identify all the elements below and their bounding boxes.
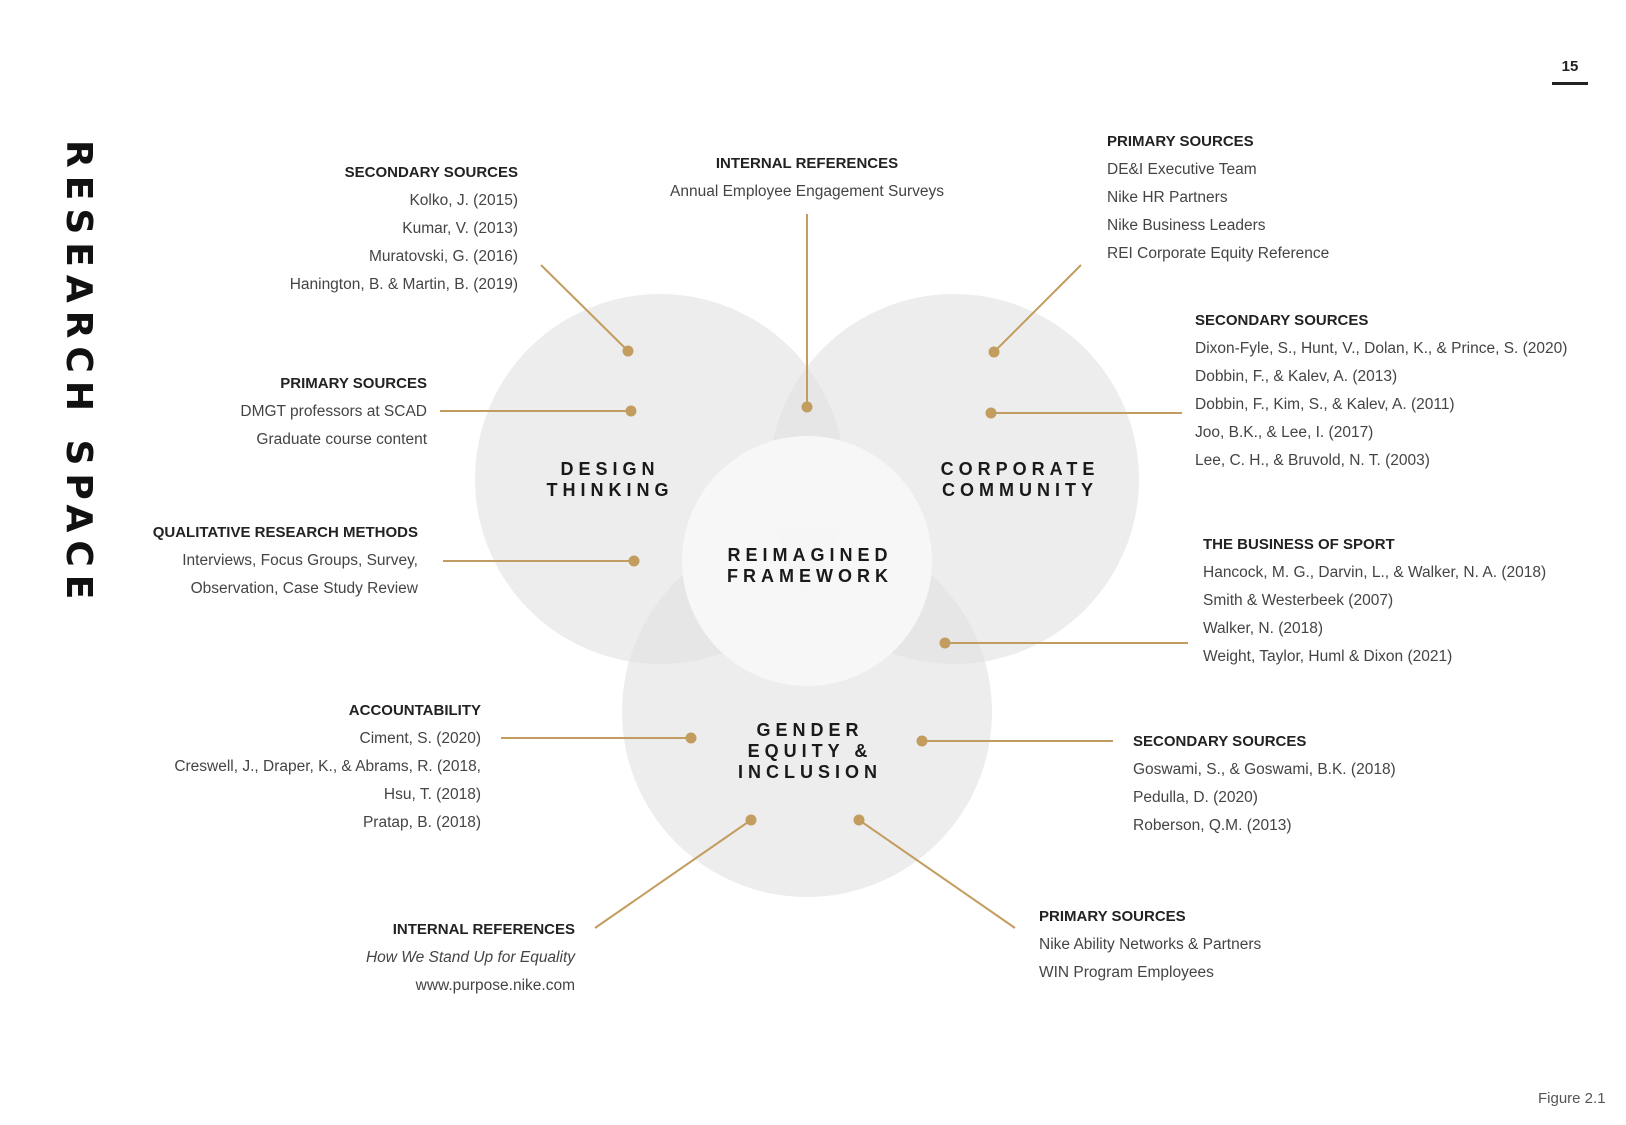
annotation-item: Nike Business Leaders	[1107, 217, 1266, 234]
annotation-item: Weight, Taylor, Huml & Dixon (2021)	[1203, 648, 1453, 665]
annotation-heading: INTERNAL REFERENCES	[392, 921, 575, 938]
page-number: 15	[1561, 58, 1579, 75]
annotation-item: WIN Program Employees	[1039, 964, 1214, 981]
annotation-item: Interviews, Focus Groups, Survey,	[182, 552, 418, 569]
annotation-item: Graduate course content	[256, 431, 427, 448]
annotation-item: Hsu, T. (2018)	[383, 786, 481, 803]
annotation-cc-secondary: SECONDARY SOURCES Dixon-Fyle, S., Hunt, …	[1195, 307, 1567, 475]
annotation-heading: SECONDARY SOURCES	[344, 164, 518, 181]
annotation-item: Pratap, B. (2018)	[362, 814, 481, 831]
annotation-heading: SECONDARY SOURCES	[1195, 312, 1369, 329]
annotation-item: Dobbin, F., Kim, S., & Kalev, A. (2011)	[1195, 396, 1455, 413]
annotation-item: Muratovski, G. (2016)	[368, 248, 518, 265]
annotation-heading: QUALITATIVE RESEARCH METHODS	[152, 524, 418, 541]
annotation-heading: PRIMARY SOURCES	[280, 375, 427, 392]
annotation-internal-bottom: INTERNAL REFERENCES How We Stand Up for …	[366, 916, 575, 1000]
annotation-heading: INTERNAL REFERENCES	[715, 155, 899, 172]
connector-dt-secondary	[540, 264, 634, 357]
annotation-item: Dobbin, F., & Kalev, A. (2013)	[1195, 368, 1398, 385]
venn-circles	[475, 294, 1139, 897]
annotation-item: Creswell, J., Draper, K., & Abrams, R. (…	[174, 758, 481, 775]
annotation-item: DMGT professors at SCAD	[240, 403, 427, 420]
annotation-heading: SECONDARY SOURCES	[1133, 733, 1307, 750]
connector-gei-primary	[853, 814, 1016, 929]
annotation-item: Joo, B.K., & Lee, I. (2017)	[1195, 424, 1374, 441]
annotation-dt-secondary: SECONDARY SOURCES Kolko, J. (2015) Kumar…	[290, 159, 518, 299]
annotation-item: DE&I Executive Team	[1107, 161, 1257, 178]
annotation-item: Hancock, M. G., Darvin, L., & Walker, N.…	[1203, 564, 1547, 581]
annotation-item: Observation, Case Study Review	[190, 580, 418, 597]
circle-reimagined-framework	[682, 436, 932, 686]
connector-cc-primary	[988, 264, 1082, 358]
annotation-gei-primary: PRIMARY SOURCES Nike Ability Networks & …	[1039, 903, 1261, 987]
annotation-heading: ACCOUNTABILITY	[348, 702, 481, 719]
annotation-dt-qualitative: QUALITATIVE RESEARCH METHODS Interviews,…	[153, 519, 418, 603]
label-reimagined-framework: REIMAGINED FRAMEWORK	[727, 545, 893, 586]
annotation-item: Walker, N. (2018)	[1203, 620, 1324, 637]
annotation-item: Dixon-Fyle, S., Hunt, V., Dolan, K., & P…	[1195, 340, 1568, 357]
annotation-item: www.purpose.nike.com	[415, 977, 575, 994]
annotation-item: Kumar, V. (2013)	[402, 220, 518, 237]
connector-lines	[440, 214, 1188, 929]
connector-business-sport	[939, 637, 1188, 649]
annotation-item: Annual Employee Engagement Surveys	[670, 183, 944, 200]
label-design-thinking: DESIGN THINKING	[546, 459, 674, 500]
annotation-item: Roberson, Q.M. (2013)	[1133, 817, 1292, 834]
connector-dt-qualitative	[443, 555, 640, 567]
label-corporate-community: CORPORATE COMMUNITY	[940, 459, 1100, 500]
page-number-underline	[1552, 82, 1588, 85]
annotation-item: REI Corporate Equity Reference	[1107, 245, 1330, 262]
annotation-heading: PRIMARY SOURCES	[1107, 133, 1254, 150]
annotation-business-sport: THE BUSINESS OF SPORT Hancock, M. G., Da…	[1203, 531, 1546, 671]
page-title: RESEARCH SPACE	[58, 140, 99, 608]
annotation-item: Nike Ability Networks & Partners	[1039, 936, 1262, 953]
annotation-item: Hanington, B. & Martin, B. (2019)	[289, 276, 518, 293]
annotation-heading: PRIMARY SOURCES	[1039, 908, 1186, 925]
annotation-item: How We Stand Up for Equality	[365, 949, 575, 966]
annotation-item: Pedulla, D. (2020)	[1133, 789, 1258, 806]
connector-dt-primary	[440, 405, 637, 417]
annotation-item: Lee, C. H., & Bruvold, N. T. (2003)	[1195, 452, 1430, 469]
annotation-item: Goswami, S., & Goswami, B.K. (2018)	[1133, 761, 1396, 778]
figure-label: Figure 2.1	[1538, 1090, 1606, 1107]
label-gender-equity: GENDER EQUITY & INCLUSION	[738, 720, 882, 782]
annotation-accountability: ACCOUNTABILITY Ciment, S. (2020) Creswel…	[174, 697, 481, 837]
annotation-item: Ciment, S. (2020)	[359, 730, 481, 747]
annotation-internal-top: INTERNAL REFERENCES Annual Employee Enga…	[627, 150, 987, 206]
connector-cc-secondary	[985, 407, 1182, 419]
connector-internal-bottom	[594, 814, 757, 929]
annotation-gei-secondary: SECONDARY SOURCES Goswami, S., & Goswami…	[1133, 728, 1396, 840]
connector-gei-secondary	[916, 735, 1113, 747]
annotation-cc-primary: PRIMARY SOURCES DE&I Executive Team Nike…	[1107, 128, 1329, 268]
annotation-item: Nike HR Partners	[1107, 189, 1228, 206]
connector-internal-top	[801, 214, 813, 413]
annotation-heading: THE BUSINESS OF SPORT	[1203, 536, 1395, 553]
annotation-dt-primary: PRIMARY SOURCES DMGT professors at SCAD …	[240, 370, 427, 454]
annotation-item: Kolko, J. (2015)	[409, 192, 518, 209]
connector-accountability	[501, 732, 697, 744]
annotation-item: Smith & Westerbeek (2007)	[1203, 592, 1394, 609]
